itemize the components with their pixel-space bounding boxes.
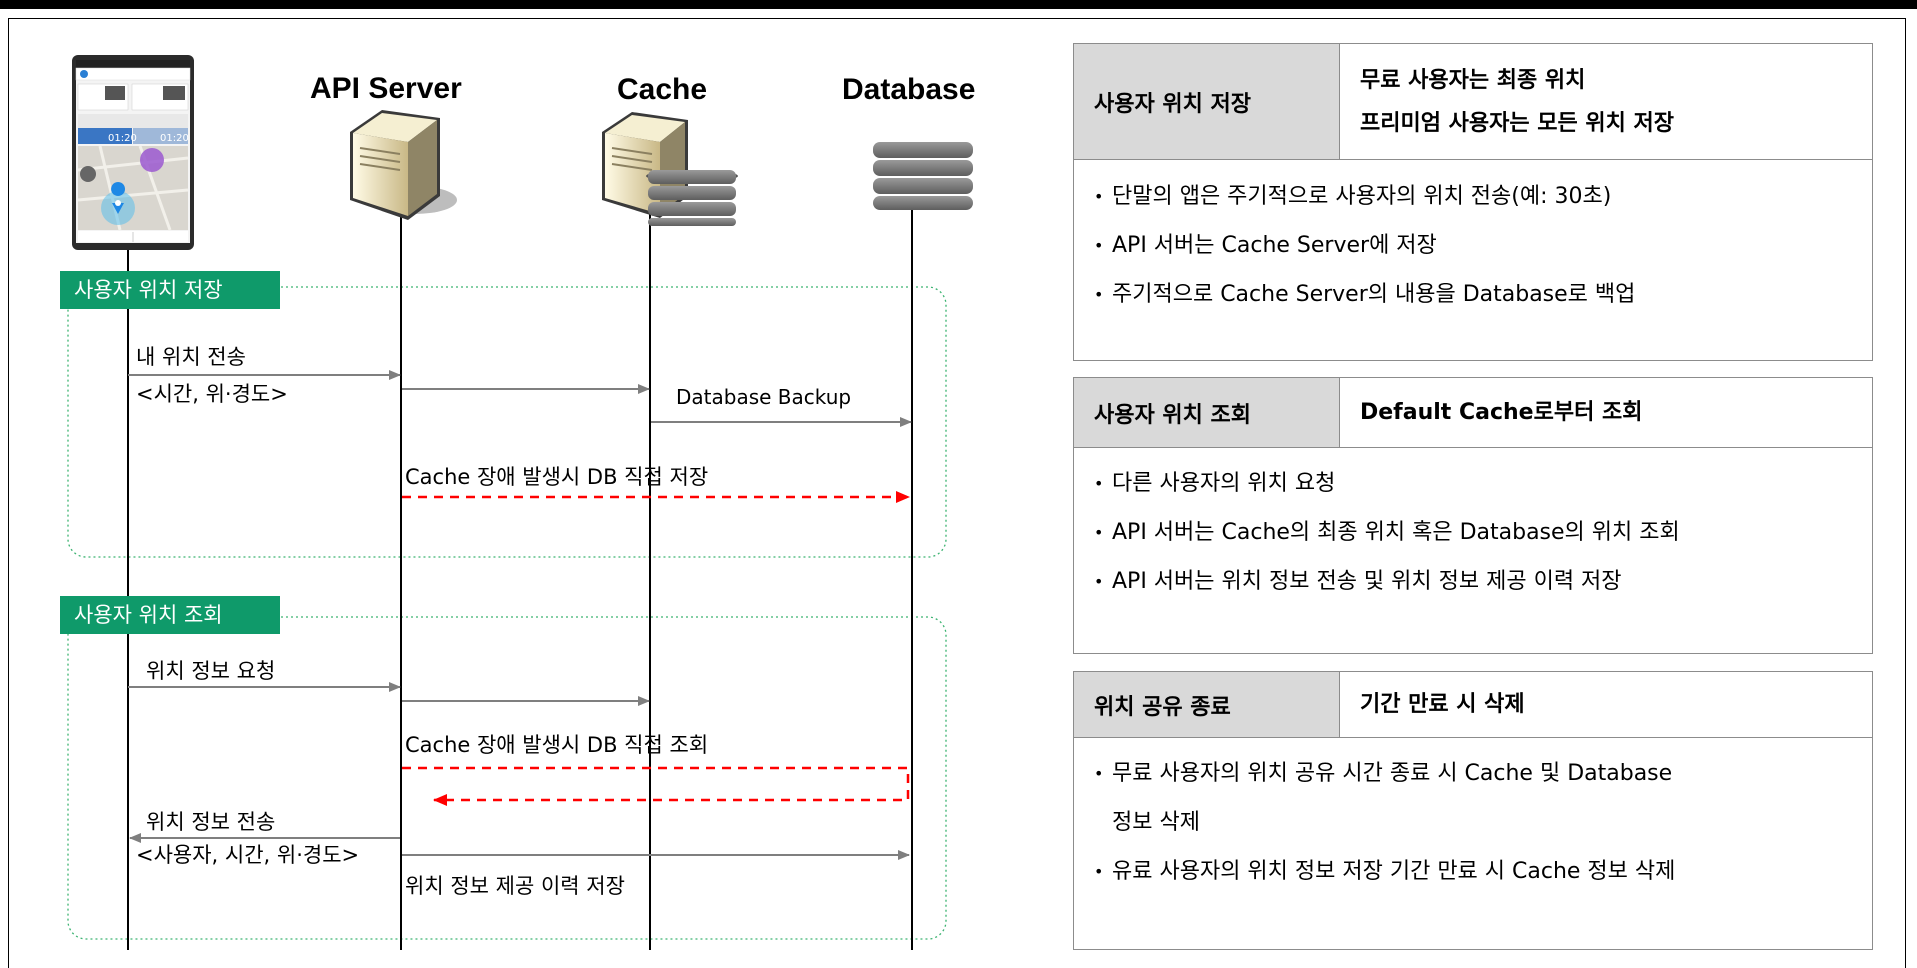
bullet-item: 단말의 앱은 주기적으로 사용자의 위치 전송(예: 30초) — [1094, 172, 1635, 221]
bullet-line-continued: 정보 삭제 — [1112, 810, 1200, 835]
actor-cache: Cache — [617, 73, 708, 106]
msg-location-response: 위치 정보 전송 — [146, 810, 276, 834]
msg-history-save: 위치 정보 제공 이력 저장 — [405, 874, 625, 898]
api-server-icon — [350, 110, 457, 220]
panel-end-sharing-key: 위치 공유 종료 — [1074, 672, 1340, 737]
panel-save: 사용자 위치 저장 무료 사용자는 최종 위치 프리미엄 사용자는 모든 위치 … — [1073, 43, 1873, 361]
slide-frame — [8, 18, 1906, 968]
database-icon — [873, 142, 973, 210]
panel-end-sharing-value: 기간 만료 시 삭제 — [1340, 672, 1872, 737]
panel-save-value: 무료 사용자는 최종 위치 프리미엄 사용자는 모든 위치 저장 — [1340, 44, 1872, 159]
panel-end-sharing-value-line1: 기간 만료 시 삭제 — [1360, 692, 1525, 717]
panel-query: 사용자 위치 조회 Default Cache로부터 조회 다른 사용자의 위치… — [1073, 377, 1873, 654]
msg-location-request: 위치 정보 요청 — [146, 659, 276, 683]
bullet-line: 무료 사용자의 위치 공유 시간 종료 시 Cache 및 Database — [1112, 761, 1673, 786]
save-section-box — [67, 286, 947, 558]
panel-query-value-line1: Default Cache로부터 조회 — [1360, 400, 1643, 425]
bullet-item: API 서버는 위치 정보 전송 및 위치 정보 제공 이력 저장 — [1094, 557, 1680, 606]
panel-query-bullets: 다른 사용자의 위치 요청 API 서버는 Cache의 최종 위치 혹은 Da… — [1074, 459, 1680, 606]
phone-time-1: 01:20 — [108, 133, 137, 144]
msg-direct-query: Cache 장애 발생시 DB 직접 조회 — [405, 733, 709, 757]
arrow-direct-query — [402, 766, 910, 806]
actor-database: Database — [842, 73, 976, 106]
section-tag-save: 사용자 위치 저장 — [60, 271, 280, 309]
panel-end-sharing: 위치 공유 종료 기간 만료 시 삭제 무료 사용자의 위치 공유 시간 종료 … — [1073, 671, 1873, 950]
bullet-item: 다른 사용자의 위치 요청 — [1094, 459, 1680, 508]
panel-save-bullets: 단말의 앱은 주기적으로 사용자의 위치 전송(예: 30초) API 서버는 … — [1074, 172, 1635, 319]
actor-api-server: API Server — [310, 72, 462, 105]
panel-query-value: Default Cache로부터 조회 — [1340, 378, 1872, 447]
msg-send-location-params: <시간, 위·경도> — [136, 382, 288, 406]
msg-send-location: 내 위치 전송 — [136, 345, 246, 369]
top-bar — [0, 0, 1917, 9]
cache-server-icon — [602, 112, 738, 226]
panel-save-value-line1: 무료 사용자는 최종 위치 — [1360, 67, 1586, 93]
bullet-item: 주기적으로 Cache Server의 내용을 Database로 백업 — [1094, 270, 1635, 319]
query-section-box — [67, 616, 947, 940]
sequence-diagram: 01:20 01:20 — [60, 55, 976, 950]
bullet-item: 무료 사용자의 위치 공유 시간 종료 시 Cache 및 Database 정… — [1094, 749, 1675, 847]
panel-save-key: 사용자 위치 저장 — [1074, 44, 1340, 159]
bullet-item: API 서버는 Cache의 최종 위치 혹은 Database의 위치 조회 — [1094, 508, 1680, 557]
panel-end-sharing-header: 위치 공유 종료 기간 만료 시 삭제 — [1074, 672, 1872, 738]
bullet-item: API 서버는 Cache Server에 저장 — [1094, 221, 1635, 270]
panel-save-header: 사용자 위치 저장 무료 사용자는 최종 위치 프리미엄 사용자는 모든 위치 … — [1074, 44, 1872, 160]
msg-database-backup: Database Backup — [676, 385, 852, 409]
panel-query-key: 사용자 위치 조회 — [1074, 378, 1340, 447]
msg-direct-save: Cache 장애 발생시 DB 직접 저장 — [405, 465, 709, 489]
msg-location-response-params: <사용자, 시간, 위·경도> — [136, 843, 360, 867]
section-tag-query: 사용자 위치 조회 — [60, 596, 280, 634]
smartphone-icon: 01:20 01:20 — [72, 55, 194, 250]
phone-time-2: 01:20 — [160, 133, 189, 144]
panel-end-sharing-bullets: 무료 사용자의 위치 공유 시간 종료 시 Cache 및 Database 정… — [1074, 749, 1675, 896]
panel-query-header: 사용자 위치 조회 Default Cache로부터 조회 — [1074, 378, 1872, 448]
diagram-canvas: 01:20 01:20 — [67, 55, 973, 950]
panel-save-value-line2: 프리미엄 사용자는 모든 위치 저장 — [1360, 110, 1674, 136]
bullet-item: 유료 사용자의 위치 정보 저장 기간 만료 시 Cache 정보 삭제 — [1094, 847, 1675, 896]
